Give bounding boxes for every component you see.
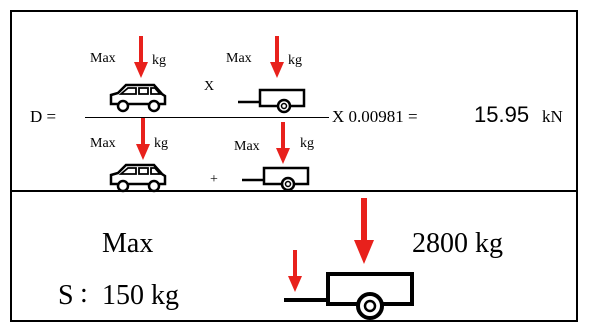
- section-divider: [12, 190, 576, 192]
- max-label: Max: [102, 228, 154, 259]
- down-arrow-icon: [288, 250, 302, 292]
- trailer-max-label-denominator: Max: [234, 139, 260, 154]
- trailer-icon: [238, 88, 306, 114]
- s-label: S: [58, 280, 74, 311]
- d-value-result: 15.95: [474, 102, 530, 127]
- vehicle-kg-label-denominator: kg: [154, 136, 168, 151]
- down-arrow-icon: [276, 122, 290, 164]
- vehicle-max-label: Max: [90, 51, 116, 66]
- calculation-panel: D = Max kg X Max kg Max: [10, 10, 578, 322]
- max-load-value: 2800 kg: [412, 228, 503, 259]
- vehicle-kg-label: kg: [152, 53, 166, 68]
- down-arrow-icon: [136, 118, 150, 160]
- fraction-bar: [85, 117, 329, 118]
- down-arrow-icon: [270, 36, 284, 78]
- trailer-icon: [242, 166, 310, 192]
- d-value-unit: kN: [542, 107, 563, 126]
- trailer-kg-label: kg: [288, 53, 302, 68]
- down-arrow-icon: [134, 36, 148, 78]
- trailer-max-label: Max: [226, 51, 252, 66]
- plus-sign: +: [210, 172, 218, 187]
- vehicle-max-label-denominator: Max: [90, 136, 116, 151]
- down-arrow-icon: [354, 198, 374, 264]
- s-colon: :: [80, 278, 88, 309]
- trailer-kg-label-denominator: kg: [300, 136, 314, 151]
- car-icon: [109, 163, 167, 193]
- d-label: D =: [30, 107, 57, 126]
- multiply-sign: X: [204, 79, 215, 94]
- car-icon: [109, 83, 167, 113]
- s-load-value: 150 kg: [102, 280, 179, 311]
- trailer-icon: [284, 272, 414, 320]
- multiplier-text: X 0.00981 =: [332, 107, 418, 126]
